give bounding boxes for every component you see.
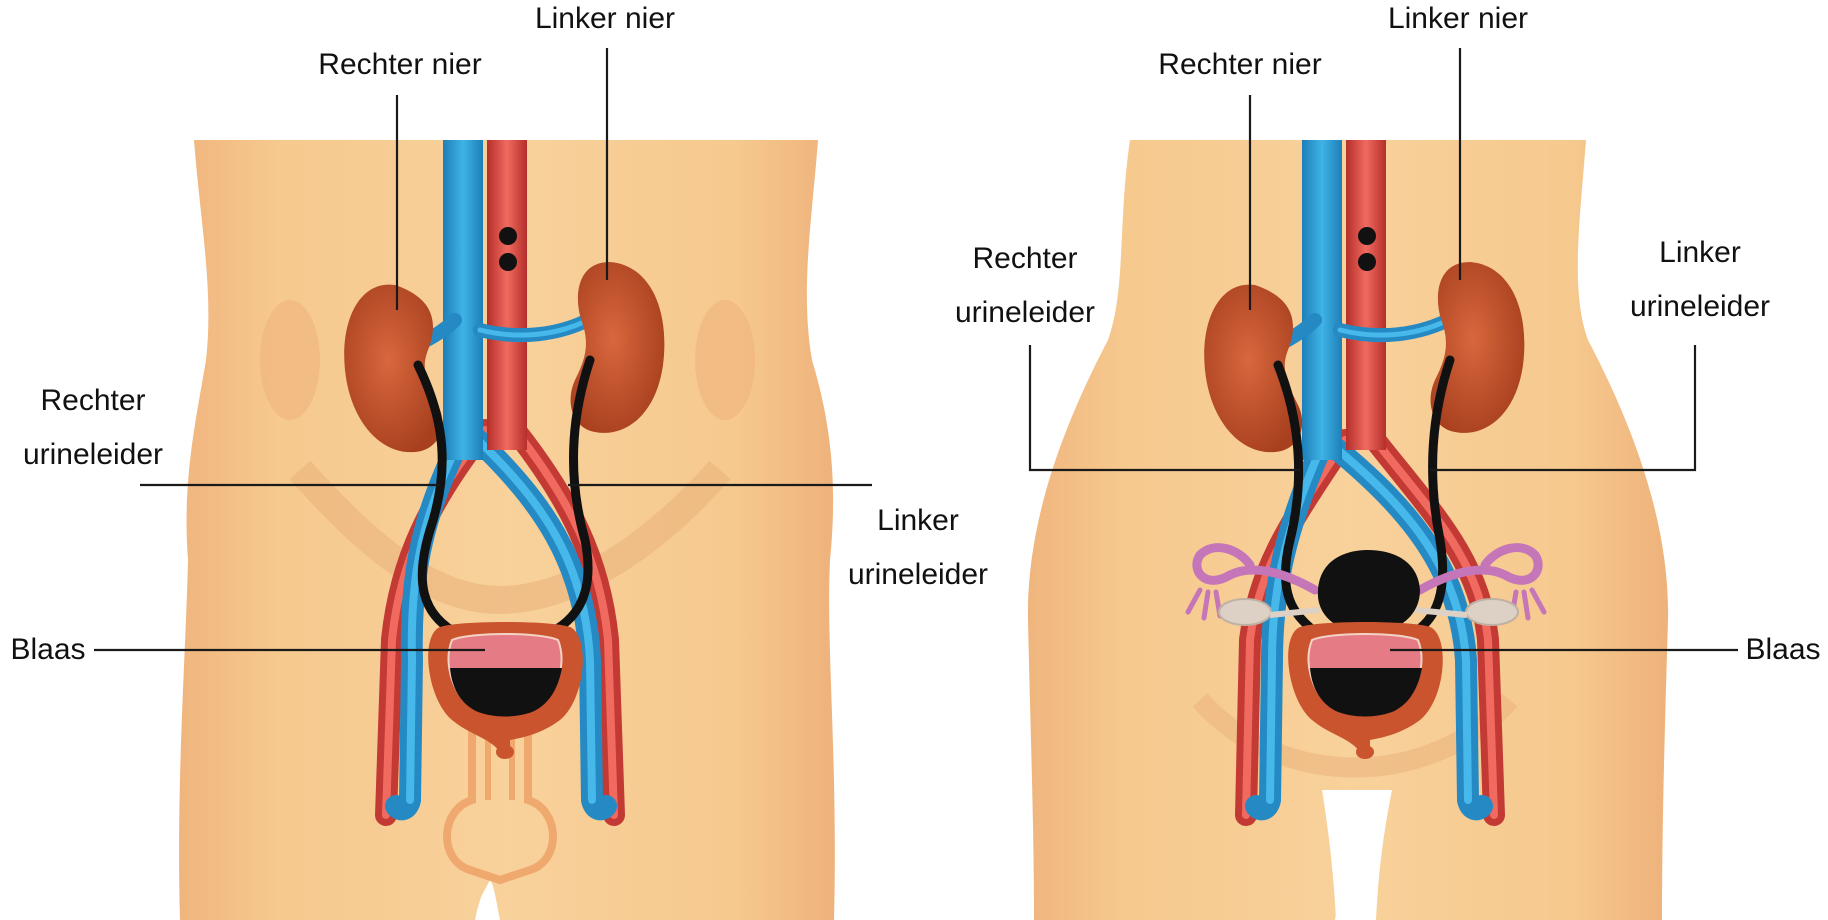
male-genitals-inner — [485, 730, 515, 800]
female-vena-cava — [1302, 140, 1342, 460]
male-label-right-kidney: Rechter nier — [318, 48, 481, 81]
female-figure — [1027, 140, 1669, 920]
female-right-fallopian-tube — [1415, 543, 1543, 595]
male-label-left-ureter-line2: urineleider — [848, 558, 988, 591]
male-left-renal-vein-highlight — [477, 315, 595, 338]
male-label-right-ureter-line2: urineleider — [23, 438, 163, 471]
male-label-left-kidney: Linker nier — [535, 2, 675, 35]
male-figure — [179, 140, 835, 920]
female-labels: Rechter nier Linker nier Rechter urinele… — [955, 2, 1821, 666]
female-label-bladder: Blaas — [1745, 633, 1820, 666]
female-label-left-kidney: Linker nier — [1388, 2, 1528, 35]
male-left-ureter — [540, 355, 595, 640]
male-hip-shadow-right — [695, 300, 755, 420]
male-leader-lines — [94, 48, 872, 652]
female-left-ovary — [1218, 598, 1272, 626]
male-torso — [179, 140, 835, 920]
male-urethra-end — [496, 745, 514, 759]
female-aorta-branch-2 — [1358, 253, 1376, 271]
female-aorta-branch-1 — [1358, 227, 1376, 245]
female-ovary-ligaments — [1269, 607, 1468, 618]
male-hip-shadow-left — [260, 300, 320, 420]
male-aorta — [487, 140, 527, 450]
female-leader-left-ureter — [1430, 345, 1697, 472]
male-right-iliac-vein-highlight — [474, 436, 596, 804]
female-leader-lines — [1028, 48, 1738, 652]
male-label-bladder: Blaas — [10, 633, 85, 666]
male-aorta-branch-2 — [499, 253, 517, 271]
female-label-left-ureter-line2: urineleider — [1630, 290, 1770, 323]
female-bladder-dark — [1310, 668, 1422, 717]
female-urethra-end — [1356, 745, 1374, 759]
male-aorta-branch-1 — [499, 227, 517, 245]
female-uterus — [1317, 550, 1420, 634]
female-label-right-ureter-line1: Rechter — [972, 242, 1077, 275]
female-left-kidney — [1430, 262, 1525, 433]
male-labels: Rechter nier Linker nier Rechter urinele… — [10, 2, 988, 666]
female-leader-right-ureter — [1028, 345, 1300, 472]
female-label-left-ureter-line1: Linker — [1659, 236, 1741, 269]
female-right-iliac-vein-highlight — [1334, 446, 1472, 804]
female-aorta — [1346, 140, 1386, 450]
female-right-ovary — [1465, 598, 1519, 626]
male-pelvis-shading — [289, 460, 731, 615]
male-right-ureter — [413, 360, 465, 640]
male-vena-cava — [443, 140, 483, 460]
male-right-kidney — [344, 284, 443, 453]
female-right-kidney — [1204, 284, 1303, 453]
male-bladder-dark — [450, 668, 562, 717]
female-left-fallopian-tube — [1192, 543, 1320, 595]
female-label-right-ureter-line2: urineleider — [955, 296, 1095, 329]
female-label-right-kidney: Rechter nier — [1158, 48, 1321, 81]
male-label-left-ureter-line1: Linker — [877, 504, 959, 537]
female-left-renal-vein-highlight — [1337, 315, 1455, 338]
female-leg-gap — [1322, 790, 1392, 920]
male-genitals — [443, 730, 557, 885]
male-label-right-ureter-line1: Rechter — [40, 384, 145, 417]
male-left-kidney — [570, 262, 665, 433]
